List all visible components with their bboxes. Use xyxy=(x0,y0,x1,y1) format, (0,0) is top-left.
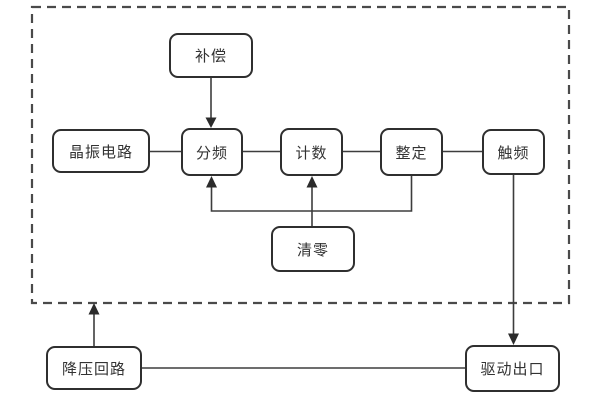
arrowhead-up-into-counter xyxy=(306,176,318,188)
node-frequency-divider: 分频 xyxy=(181,128,243,176)
node-setting: 整定 xyxy=(380,128,443,176)
dashed-boundary xyxy=(30,5,571,305)
node-drive-outlet: 驱动出口 xyxy=(465,345,560,392)
node-clear: 清零 xyxy=(271,226,355,272)
node-compensation: 补偿 xyxy=(169,33,253,78)
arrowhead-up-into-divider xyxy=(206,176,217,188)
node-clear-label: 清零 xyxy=(296,241,329,259)
node-compensation-label: 补偿 xyxy=(194,48,227,65)
node-crystal-circuit: 晶振电路 xyxy=(52,129,150,173)
node-drive-outlet-label: 驱动出口 xyxy=(480,361,545,378)
node-frequency-divider-label: 分频 xyxy=(195,144,228,162)
node-counter: 计数 xyxy=(280,128,343,176)
node-counter-label: 计数 xyxy=(295,144,328,162)
arrowhead-down-into-divider xyxy=(205,117,217,128)
node-stepdown-circuit: 降压回路 xyxy=(46,346,142,390)
node-trigger-freq: 触频 xyxy=(482,129,545,175)
node-stepdown-circuit-label: 降压回路 xyxy=(61,360,126,378)
arrowhead-up-into-boundary xyxy=(88,303,100,315)
arrowhead-down-into-drive-outlet xyxy=(508,333,519,345)
node-setting-label: 整定 xyxy=(395,144,428,162)
node-trigger-freq-label: 触频 xyxy=(497,144,530,162)
node-crystal-circuit-label: 晶振电路 xyxy=(68,143,133,161)
